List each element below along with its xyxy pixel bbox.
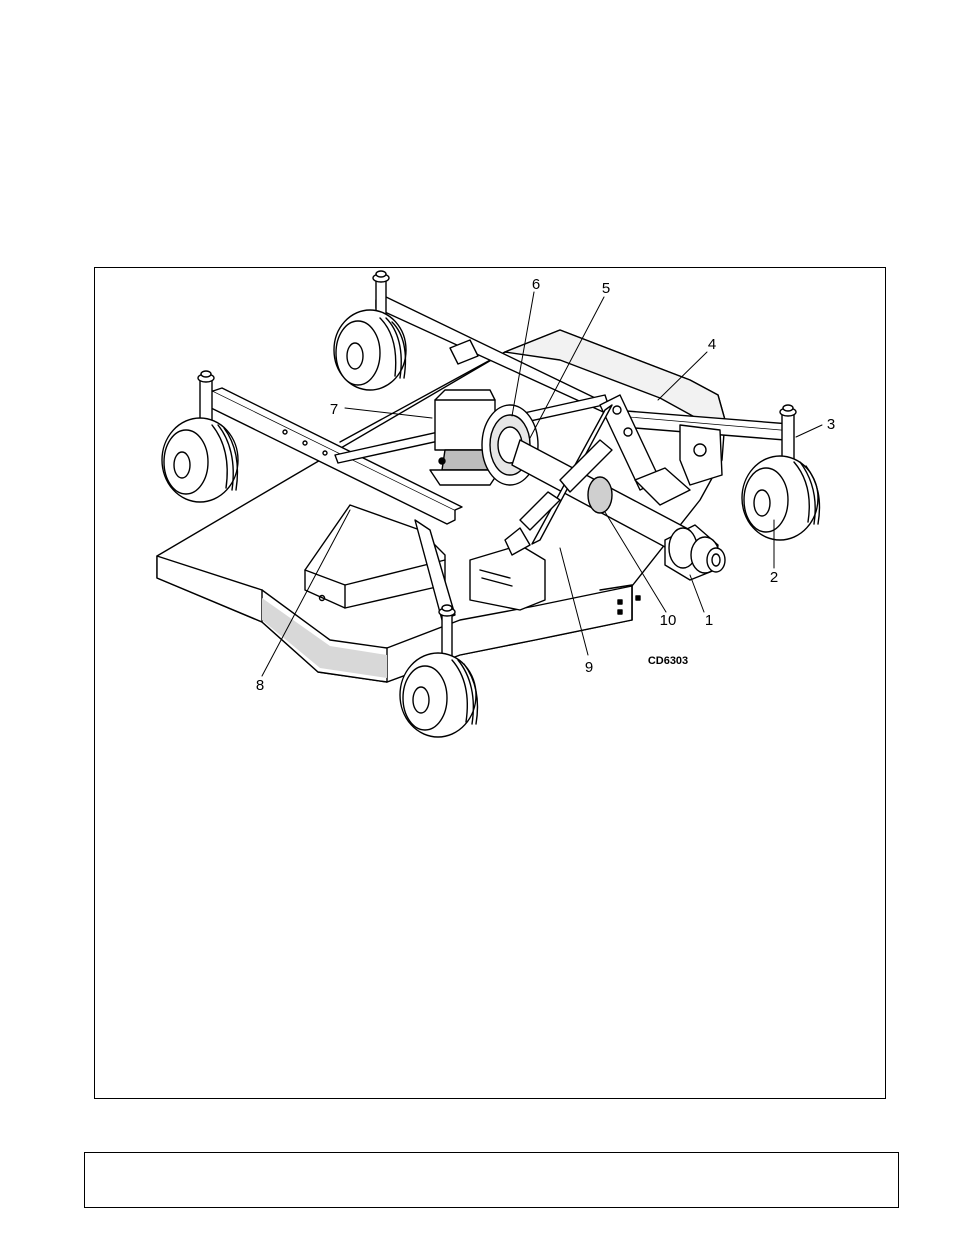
callout-10: 10 bbox=[660, 612, 677, 629]
callout-5: 5 bbox=[602, 280, 610, 297]
note-box bbox=[84, 1152, 899, 1208]
callout-6: 6 bbox=[532, 276, 540, 293]
callout-2: 2 bbox=[770, 569, 778, 586]
callout-9: 9 bbox=[585, 659, 593, 676]
figure-code: CD6303 bbox=[648, 655, 688, 667]
callout-8: 8 bbox=[256, 677, 264, 694]
callout-4: 4 bbox=[708, 336, 716, 353]
callout-7: 7 bbox=[330, 401, 338, 418]
callout-1: 1 bbox=[705, 612, 713, 629]
callout-3: 3 bbox=[827, 416, 835, 433]
caster-wheel-rear-left bbox=[334, 271, 406, 390]
